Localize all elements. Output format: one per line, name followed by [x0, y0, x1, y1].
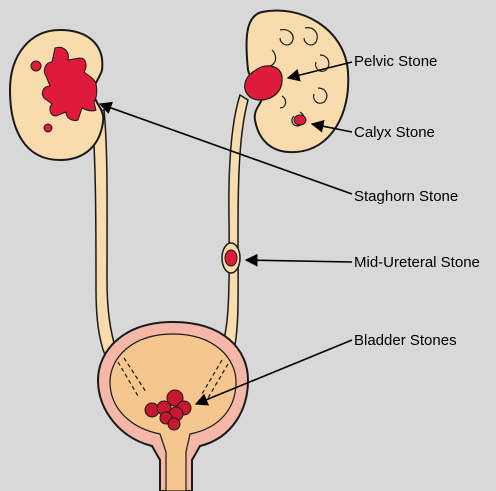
staghorn-stone [41, 46, 98, 121]
left-ureter [91, 109, 117, 357]
bladder [96, 320, 250, 491]
label-staghorn-stone: Staghorn Stone [354, 188, 458, 205]
arrow-pelvic [286, 61, 353, 82]
arrow-mid-ureteral [244, 253, 353, 267]
right-kidney [244, 9, 350, 154]
left-kidney [8, 28, 105, 162]
pelvic-stone [244, 65, 283, 101]
label-pelvic-stone: Pelvic Stone [354, 53, 437, 70]
arrow-staghorn [98, 101, 353, 195]
label-mid-ureteral-stone: Mid-Ureteral Stone [354, 254, 480, 271]
label-calyx-stone: Calyx Stone [354, 124, 435, 141]
right-ureter [220, 93, 249, 346]
calyx-stone [293, 114, 307, 126]
pointer-arrows [98, 61, 353, 406]
arrow-calyx [310, 119, 353, 133]
bladder-stones [144, 389, 192, 431]
arrow-bladder [194, 339, 353, 406]
mid-ureteral-stone [224, 249, 238, 267]
label-bladder-stones: Bladder Stones [354, 332, 457, 349]
